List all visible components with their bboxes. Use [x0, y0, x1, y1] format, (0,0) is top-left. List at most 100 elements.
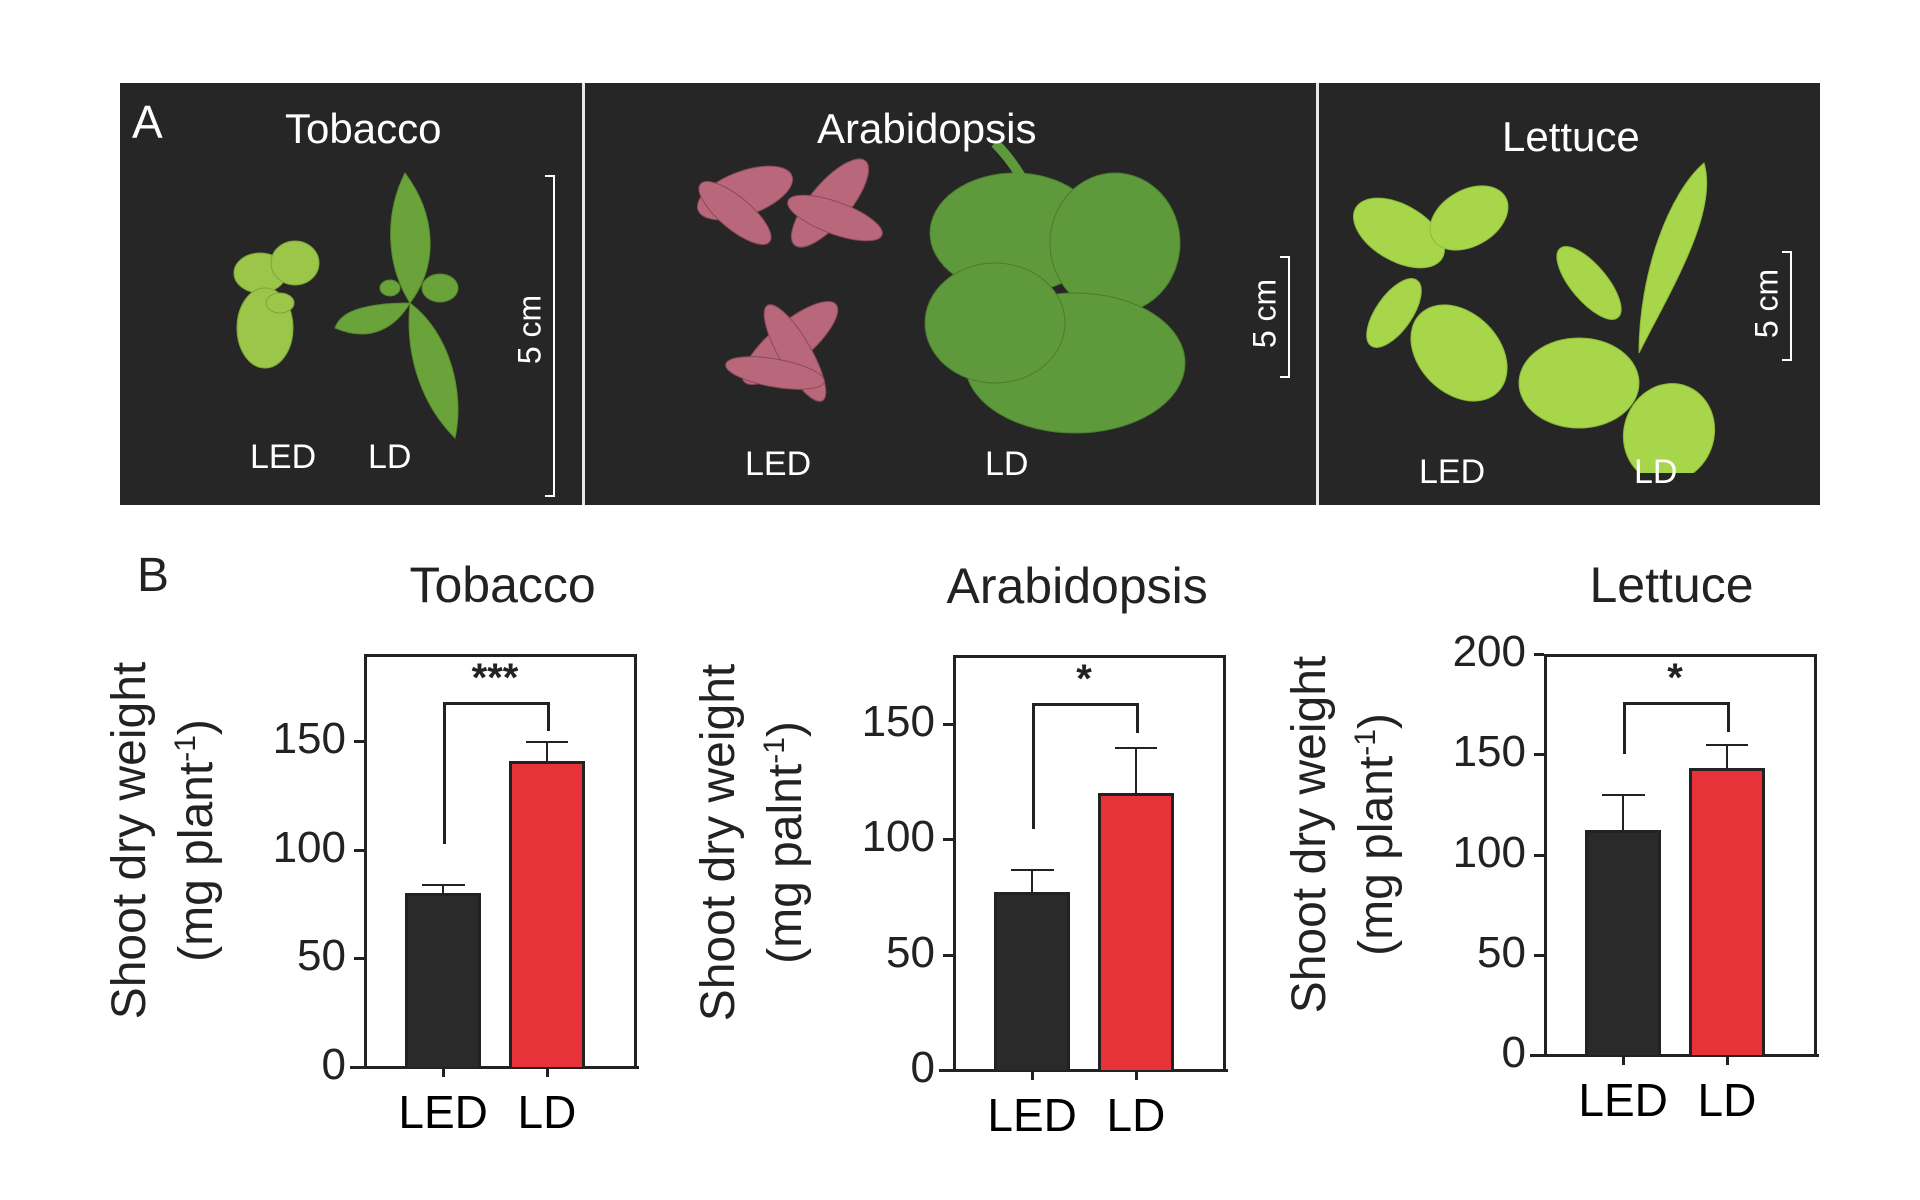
- photo-divider-1: [582, 83, 585, 505]
- arabidopsis-y-label-line1: Shoot dry weight: [692, 663, 745, 1022]
- lettuce-error-bar: [1725, 744, 1728, 769]
- lettuce-plot-frame: [1544, 654, 1817, 1055]
- tobacco-y-tick: [354, 1066, 364, 1069]
- arabidopsis-ld-label: LD: [985, 445, 1029, 483]
- tobacco-error-cap: [525, 740, 569, 743]
- tobacco-x-tick: [442, 1067, 446, 1077]
- arabidopsis-plants-image: [696, 143, 1186, 434]
- tobacco-y-label-line2: (mg plant-1): [169, 719, 223, 962]
- lettuce-y-tick-label: 50: [1477, 927, 1526, 977]
- arabidopsis-error-cap: [1010, 869, 1054, 872]
- panel-a-photos: A Tobacco LED LD 5 cm: [120, 83, 1820, 505]
- tobacco-x-label-led: LED: [398, 1086, 488, 1138]
- arabidopsis-y-tick-label: 50: [886, 927, 935, 977]
- tobacco-y-tick: [354, 957, 364, 961]
- arabidopsis-error-bar: [1031, 869, 1034, 893]
- tobacco-x-label-ld: LD: [517, 1086, 577, 1138]
- arabidopsis-photo: Arabidopsis LED LD 5 cm: [585, 83, 1316, 505]
- tobacco-y-tick: [354, 848, 364, 852]
- lettuce-y-label-line1: Shoot dry weight: [1283, 655, 1336, 1014]
- lettuce-bracket-right: [1726, 702, 1730, 732]
- arabidopsis-x-label-led: LED: [987, 1089, 1077, 1141]
- arabidopsis-x-label-ld: LD: [1106, 1089, 1166, 1141]
- lettuce-chart-title: Lettuce: [1589, 557, 1754, 613]
- arabidopsis-bar-ld: [1097, 793, 1175, 1070]
- lettuce-error-cap: [1705, 744, 1749, 747]
- lettuce-error-cap: [1601, 794, 1645, 797]
- lettuce-photo: Lettuce LED LD 5 cm: [1319, 83, 1820, 505]
- lettuce-y-axis-label: Shoot dry weight(mg plant-1): [1282, 624, 1405, 1045]
- tobacco-bar-ld: [508, 760, 586, 1067]
- lettuce-x-axis: [1530, 1054, 1819, 1057]
- arabidopsis-bracket-right: [1135, 703, 1139, 733]
- tobacco-photo-title: Tobacco: [285, 105, 442, 152]
- arabidopsis-scale-bar: [1280, 256, 1290, 378]
- lettuce-y-tick: [1534, 853, 1544, 857]
- tobacco-y-tick-label: 50: [297, 931, 346, 981]
- arabidopsis-x-tick: [1134, 1070, 1138, 1080]
- arabidopsis-significance-bracket: [1032, 703, 1138, 706]
- arabidopsis-error-bar: [1134, 747, 1137, 794]
- lettuce-y-tick-label: 200: [1452, 627, 1526, 676]
- lettuce-led-label: LED: [1419, 453, 1486, 491]
- lettuce-ld-label: LD: [1634, 453, 1678, 491]
- arabidopsis-y-tick: [943, 953, 953, 957]
- arabidopsis-led-label: LED: [745, 445, 812, 483]
- tobacco-y-tick: [354, 739, 364, 743]
- tobacco-photo: Tobacco LED LD 5 cm: [120, 83, 582, 505]
- arabidopsis-y-tick: [943, 1069, 953, 1072]
- lettuce-y-label-line2: (mg plant-1): [1349, 713, 1403, 956]
- tobacco-error-bar: [442, 884, 445, 894]
- arabidopsis-bracket-left: [1032, 703, 1036, 830]
- lettuce-significance-stars: *: [1667, 656, 1683, 700]
- tobacco-bracket-left: [443, 702, 447, 845]
- tobacco-y-tick-label: 100: [272, 822, 346, 872]
- arabidopsis-plot-frame: [953, 655, 1226, 1070]
- arabidopsis-y-tick: [943, 723, 953, 727]
- lettuce-y-tick-label: 150: [1452, 727, 1526, 777]
- lettuce-x-tick: [1622, 1055, 1626, 1065]
- panel-b-letter: B: [137, 549, 170, 602]
- arabidopsis-bar-led: [993, 892, 1071, 1070]
- lettuce-plants-image: [1352, 162, 1716, 473]
- tobacco-significance-bracket: [443, 702, 549, 705]
- lettuce-scale-label: 5 cm: [1748, 268, 1785, 339]
- tobacco-significance-stars: ***: [471, 656, 519, 700]
- lettuce-error-bar: [1622, 794, 1625, 831]
- tobacco-y-tick-label: 0: [321, 1040, 346, 1089]
- lettuce-y-tick: [1534, 753, 1544, 757]
- tobacco-bracket-right: [546, 702, 550, 731]
- lettuce-y-tick: [1534, 653, 1544, 656]
- tobacco-x-tick: [545, 1067, 549, 1077]
- photo-divider-2: [1316, 83, 1319, 505]
- lettuce-y-tick: [1534, 1054, 1544, 1057]
- arabidopsis-photo-title: Arabidopsis: [817, 105, 1037, 152]
- arabidopsis-chart-title: Arabidopsis: [946, 558, 1208, 614]
- tobacco-error-bar: [545, 740, 548, 761]
- arabidopsis-error-cap: [1114, 747, 1158, 750]
- lettuce-x-label-led: LED: [1578, 1074, 1668, 1126]
- arabidopsis-y-tick: [943, 838, 953, 842]
- tobacco-y-axis-label: Shoot dry weight(mg plant-1): [102, 624, 225, 1057]
- tobacco-chart-title: Tobacco: [409, 557, 596, 613]
- lettuce-photo-title: Lettuce: [1502, 113, 1640, 160]
- tobacco-y-label-line1: Shoot dry weight: [103, 661, 156, 1020]
- tobacco-y-tick-label: 150: [272, 713, 346, 763]
- arabidopsis-x-axis: [939, 1069, 1228, 1072]
- arabidopsis-y-tick-label: 100: [861, 812, 935, 862]
- tobacco-scale-bar: [545, 175, 555, 497]
- lettuce-significance-bracket: [1623, 702, 1729, 705]
- arabidopsis-y-axis-label: Shoot dry weight(mg palnt-1): [691, 625, 814, 1060]
- panel-a-letter: A: [132, 96, 163, 148]
- lettuce-x-tick: [1725, 1055, 1729, 1065]
- tobacco-error-cap: [421, 884, 465, 887]
- lettuce-bracket-left: [1623, 702, 1627, 755]
- arabidopsis-y-tick-label: 0: [910, 1043, 935, 1092]
- lettuce-x-label-ld: LD: [1697, 1074, 1757, 1126]
- arabidopsis-y-tick-label: 150: [861, 697, 935, 747]
- arabidopsis-significance-stars: *: [1076, 657, 1092, 701]
- lettuce-y-tick-label: 0: [1501, 1028, 1526, 1077]
- lettuce-bar-led: [1584, 830, 1662, 1055]
- tobacco-scale-label: 5 cm: [511, 294, 548, 365]
- tobacco-led-label: LED: [250, 438, 317, 476]
